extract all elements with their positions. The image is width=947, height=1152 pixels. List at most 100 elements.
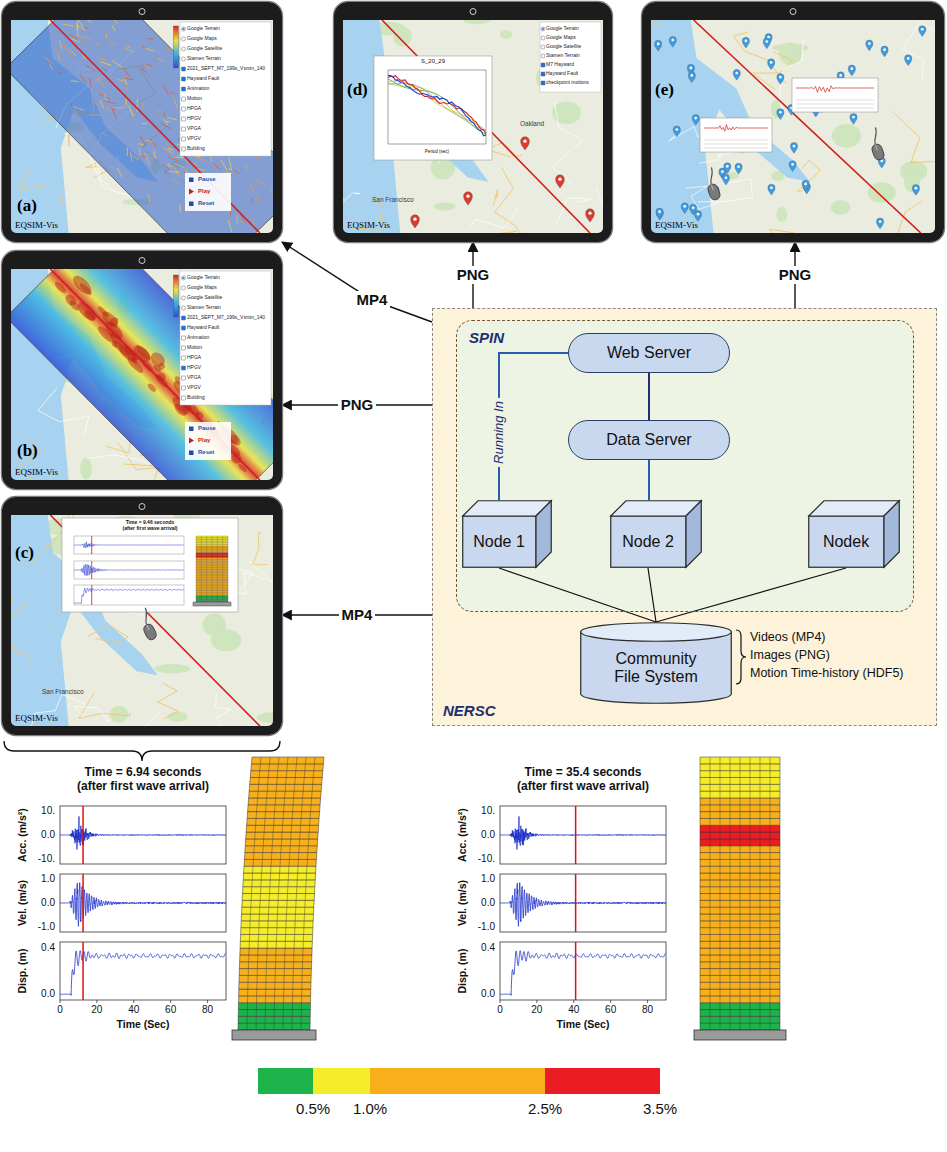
tick-mark (133, 1000, 134, 1003)
time-marker (575, 806, 577, 864)
legend-swatch (313, 1068, 370, 1094)
building-floor (196, 590, 228, 592)
building-column (710, 1003, 711, 1010)
building-column (290, 839, 291, 846)
building-column (730, 900, 731, 907)
building-column (750, 825, 751, 832)
building-column (294, 934, 295, 941)
tick-label: -10. (478, 853, 495, 865)
building-column (222, 569, 223, 571)
building-column (303, 784, 305, 791)
building-floor (196, 599, 228, 601)
building-column (313, 771, 315, 778)
mouse-body (142, 623, 158, 642)
building-floor (700, 771, 780, 778)
motion-streak (233, 168, 239, 175)
building-column (760, 1010, 761, 1017)
building-floor (239, 962, 311, 969)
building-floor (246, 832, 318, 839)
map-pin (669, 36, 676, 47)
spectrum-curve (388, 83, 486, 132)
map-pin (690, 204, 697, 215)
building-column (222, 559, 223, 561)
building-column (740, 832, 741, 839)
building-column (760, 907, 761, 914)
pin-body (763, 38, 770, 49)
intensity-blob (109, 331, 124, 346)
region-label: NERSC (443, 702, 496, 719)
building-floor (196, 544, 228, 546)
tick-label: 20 (531, 1004, 542, 1016)
motion-streak (162, 112, 166, 116)
building-floor (196, 567, 228, 569)
building-floor (196, 600, 228, 602)
building-column (740, 846, 741, 853)
motion-streak (125, 45, 133, 54)
building-column (206, 559, 207, 561)
building-column (740, 975, 741, 982)
motion-streak (71, 35, 81, 46)
pin-dot (726, 165, 729, 168)
pin-body (768, 184, 775, 195)
building-column (283, 1016, 284, 1023)
tick-label: 10. (481, 805, 495, 817)
building-column (254, 839, 255, 846)
building-column (201, 564, 202, 566)
building-column (750, 832, 751, 839)
building-column (720, 764, 721, 771)
building-column (222, 536, 223, 538)
building-column (750, 812, 751, 819)
building-column (760, 839, 761, 846)
time-marker (91, 585, 92, 605)
building-column (261, 866, 262, 873)
building-column (770, 777, 771, 784)
menu-item: Google Terrain (187, 26, 220, 32)
building-column (730, 873, 731, 880)
building-column (276, 921, 277, 928)
motion-streak (191, 169, 196, 174)
building-column (256, 1003, 257, 1010)
building-column (730, 818, 731, 825)
watermark: EQSIM-Vis (655, 220, 698, 230)
building-floor (196, 586, 228, 588)
motion-streak (229, 167, 233, 171)
legend-swatch (258, 1068, 313, 1094)
checkbox (182, 346, 186, 350)
intensity-blob (237, 463, 247, 473)
building-column (710, 859, 711, 866)
building-column (305, 880, 306, 887)
checkbox (182, 326, 186, 330)
building-column (258, 934, 259, 941)
building-column (251, 894, 252, 901)
checkbox (541, 72, 545, 76)
checkbox (182, 147, 186, 151)
motion-streak (104, 34, 109, 39)
building-column (305, 887, 306, 894)
building-column (310, 805, 312, 812)
building-floor (700, 846, 780, 853)
building-column (249, 934, 250, 941)
building-column (740, 1016, 741, 1023)
screen-content (11, 269, 273, 480)
pin-body (742, 37, 749, 48)
server-label: Web Server (607, 344, 691, 362)
building-column (750, 1023, 751, 1030)
building-column (292, 982, 293, 989)
domain-fill (11, 269, 273, 480)
building-column (292, 812, 293, 819)
time-history (500, 883, 666, 927)
building-column (257, 975, 258, 982)
building-column (710, 1016, 711, 1023)
building-column (262, 859, 263, 866)
building-column (710, 812, 711, 819)
time-history (60, 883, 226, 927)
building-column (770, 962, 771, 969)
building-column (252, 866, 253, 873)
button-panel (185, 422, 231, 460)
building-column (222, 551, 223, 553)
building-column (760, 975, 761, 982)
plot-frame (388, 70, 486, 144)
connector (499, 353, 568, 500)
simulation-domain (11, 269, 273, 480)
plot-frame (60, 874, 226, 932)
